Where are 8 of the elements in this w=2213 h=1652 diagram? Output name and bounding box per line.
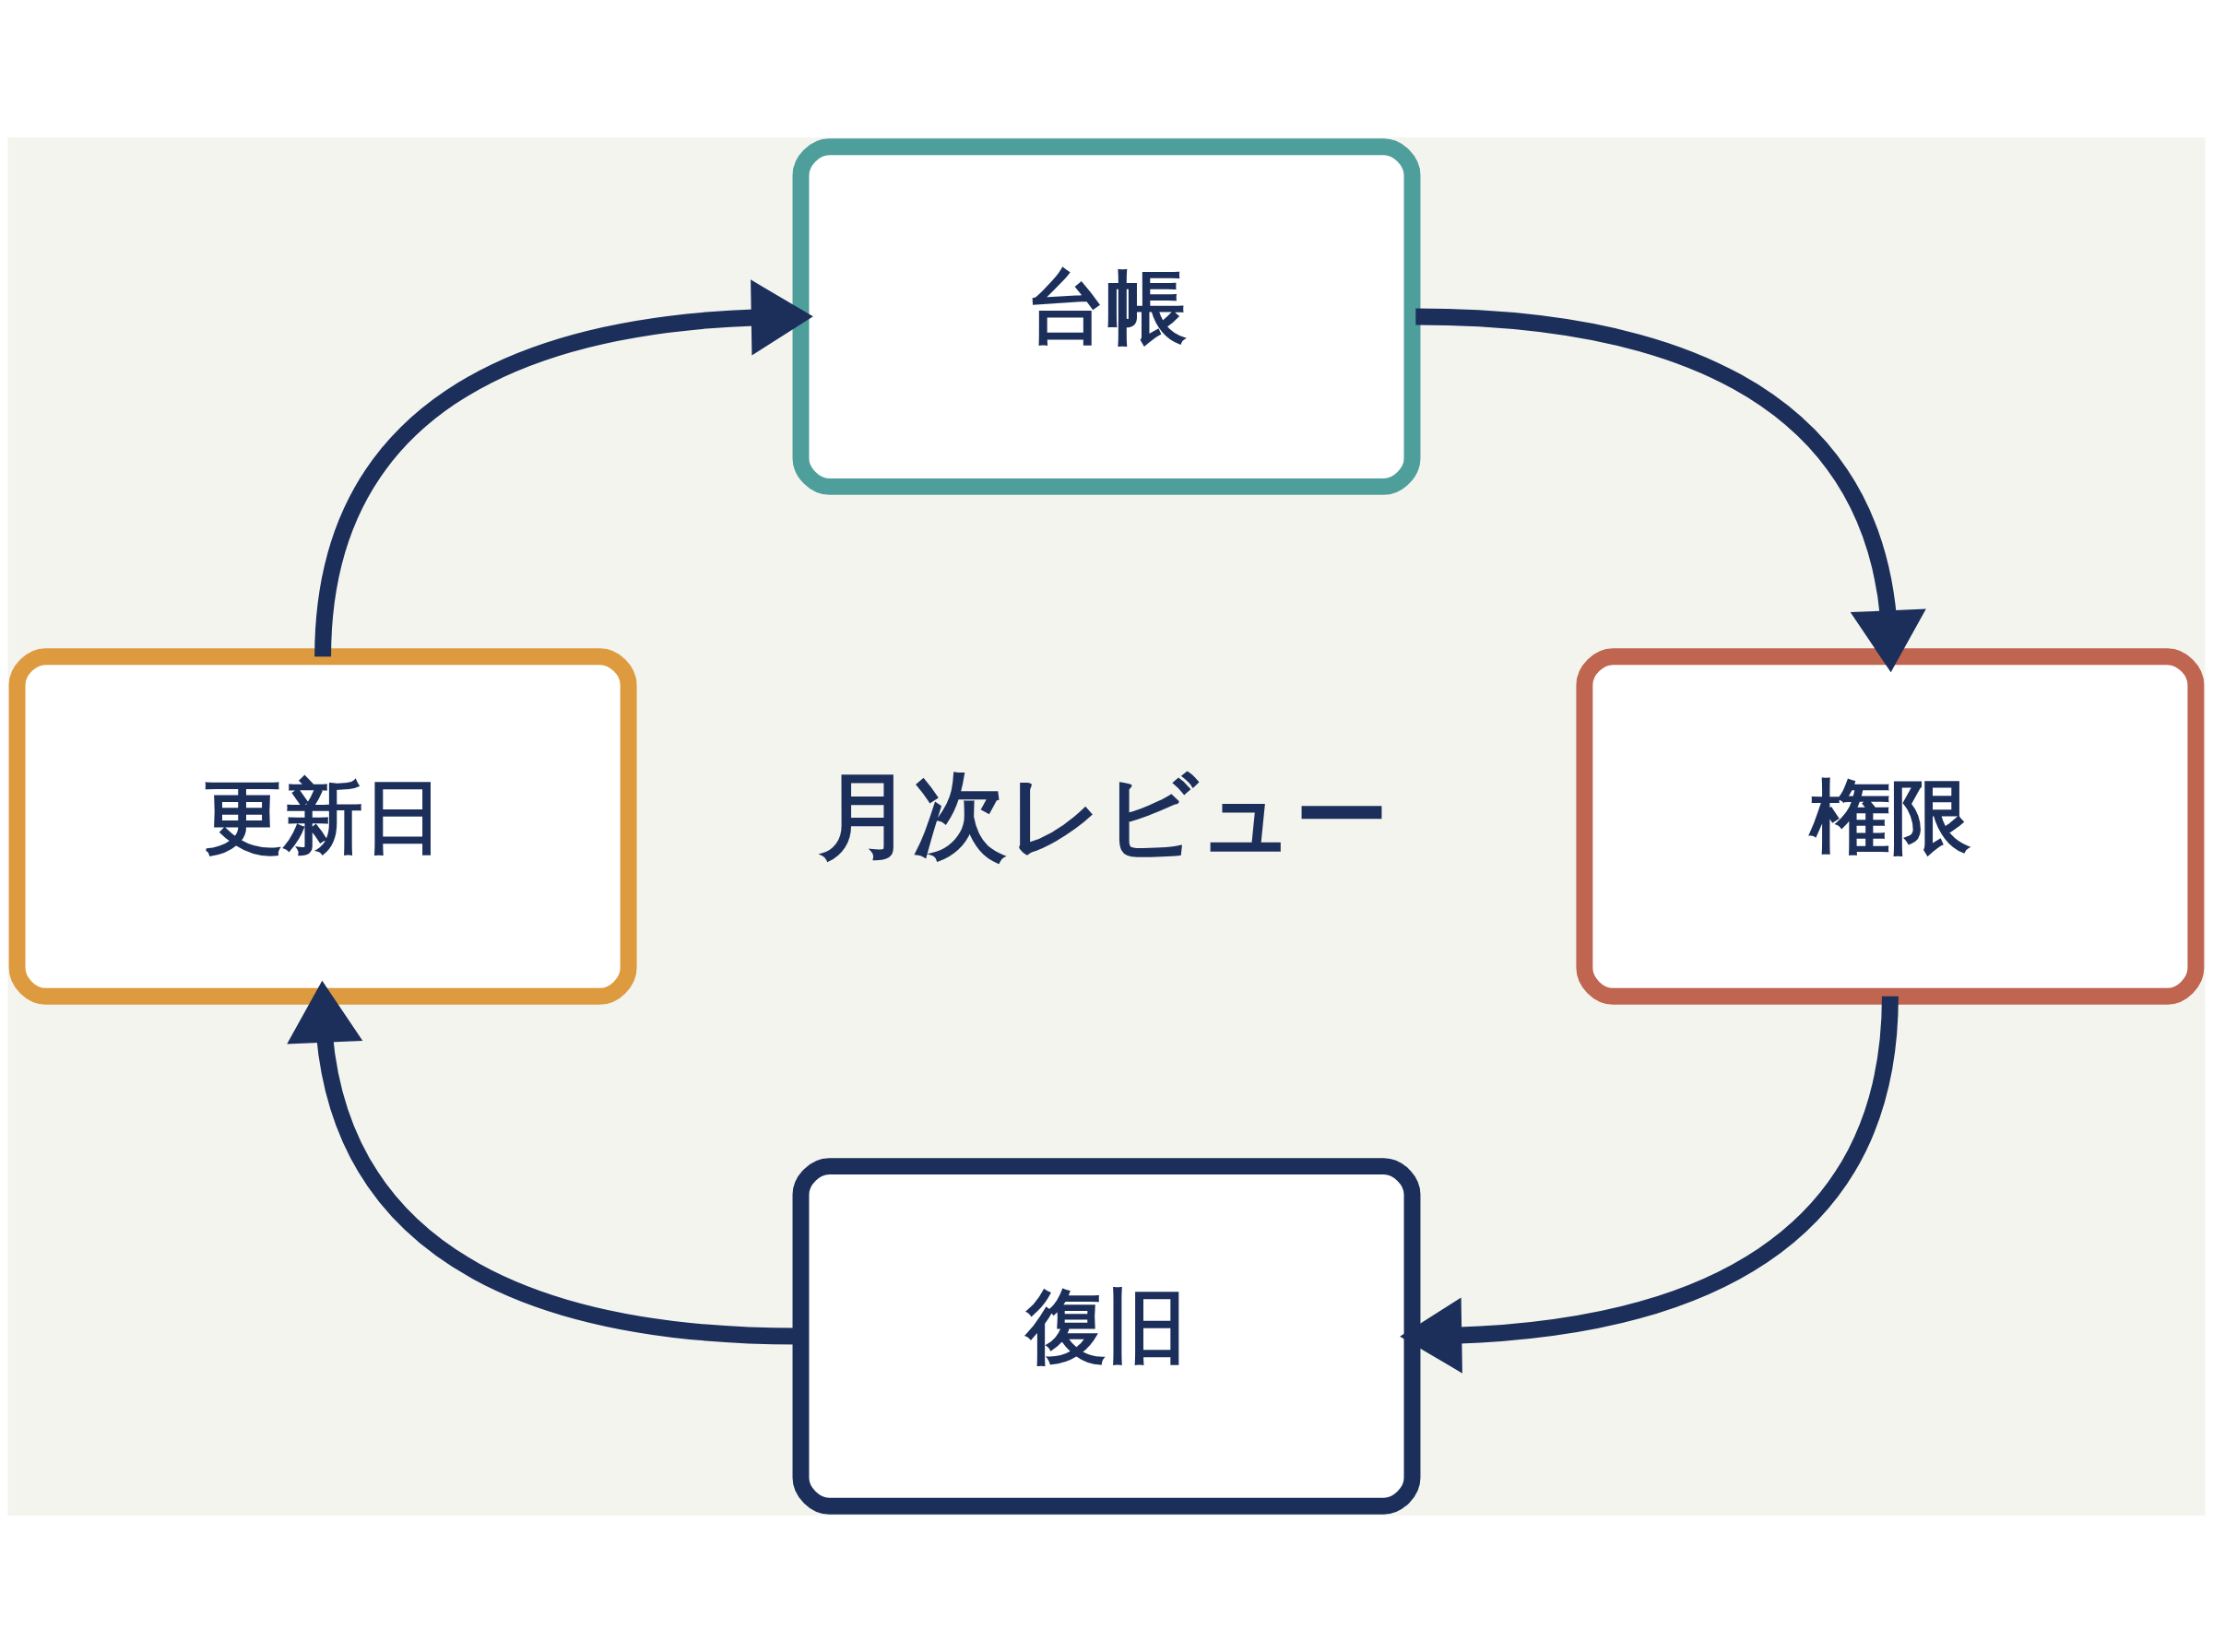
node-box: 権限 bbox=[1576, 647, 2205, 1005]
node-box: 復旧 bbox=[792, 1157, 1421, 1515]
arrow bbox=[1400, 995, 1899, 1374]
node-box: 台帳 bbox=[792, 137, 1421, 495]
label: 月次レビュー bbox=[818, 760, 1389, 870]
arrow bbox=[1415, 308, 1926, 672]
arrow bbox=[314, 278, 813, 657]
node-box: 更新日 bbox=[8, 647, 637, 1005]
